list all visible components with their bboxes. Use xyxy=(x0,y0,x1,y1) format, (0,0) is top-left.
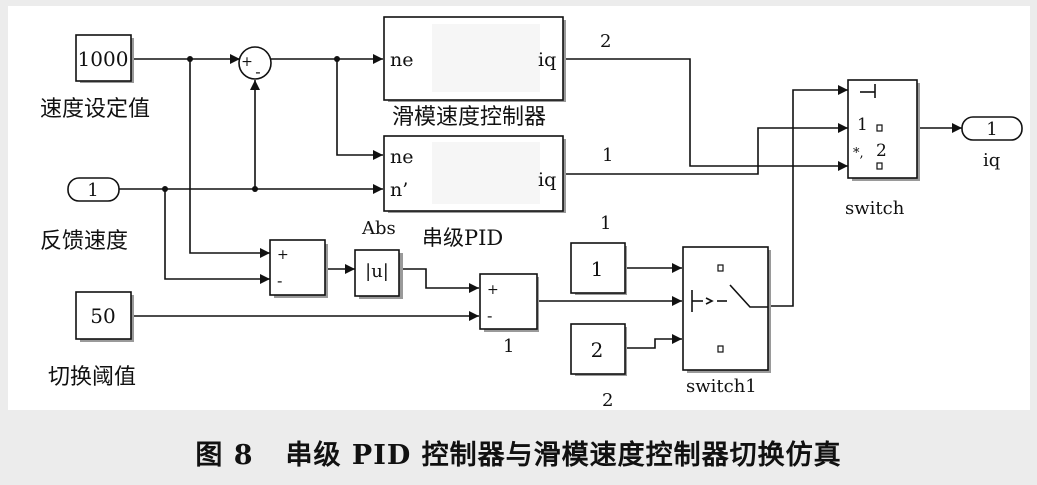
const1-block[interactable]: 1 xyxy=(570,242,627,295)
signal-wires xyxy=(119,58,962,349)
abs-content: |u| xyxy=(365,261,389,282)
feedback-label: 反馈速度 xyxy=(40,229,128,254)
sliding-out-port: iq xyxy=(538,49,556,71)
sliding-in-port: ne xyxy=(390,49,413,71)
switch-star: *, xyxy=(853,146,864,161)
wire-switch1-switch xyxy=(768,89,848,307)
wire-abs-sum3 xyxy=(399,268,479,289)
sum1-plus: + xyxy=(241,54,253,70)
pid-out-port: iq xyxy=(538,169,556,191)
wire-feedback-sum2 xyxy=(164,189,270,280)
switch1-label: switch1 xyxy=(686,376,757,397)
sum2-minus: - xyxy=(277,271,282,290)
speed-setpoint-value: 1000 xyxy=(78,47,129,71)
threshold-value: 50 xyxy=(90,304,115,328)
junction-dots xyxy=(162,56,340,192)
outport-label: iq xyxy=(983,150,1000,171)
pid-controller-block[interactable]: ne n’ iq xyxy=(383,135,566,213)
pid-controller-label: 串级PID xyxy=(422,226,503,250)
wire-const2-switch1 xyxy=(625,338,682,349)
sum3-block[interactable]: + - xyxy=(479,273,539,332)
pid-wire-label: 1 xyxy=(602,145,613,166)
figure-number: 图 8 xyxy=(195,440,254,471)
sum2-block[interactable]: + - xyxy=(269,239,328,298)
switch1-block[interactable] xyxy=(682,246,771,373)
feedback-inport[interactable]: 1 xyxy=(67,177,120,202)
const2-value: 2 xyxy=(591,338,604,362)
threshold-label: 切换阈值 xyxy=(48,365,136,390)
figure-caption: 图 8 串级 PID 控制器与滑模速度控制器切换仿真 xyxy=(0,433,1037,472)
switch-port1: 1 xyxy=(857,115,868,135)
outport-number: 1 xyxy=(986,119,997,140)
threshold-block[interactable]: 50 xyxy=(75,291,134,342)
pid-in-port2: n’ xyxy=(390,179,408,201)
switch-label: switch xyxy=(845,198,905,219)
sum2-plus: + xyxy=(277,247,289,263)
wire-sum1-pid-ne xyxy=(336,59,383,156)
iq-outport[interactable]: 1 xyxy=(961,116,1023,141)
sliding-controller-label: 滑模速度控制器 xyxy=(392,105,546,130)
sum3-plus: + xyxy=(487,282,499,298)
switch-block[interactable]: 1 *, 2 xyxy=(847,79,920,181)
const2-label: 2 xyxy=(602,390,613,411)
simulink-diagram: 1000 速度设定值 + - ne iq 滑模速度控制器 2 ne n’ iq xyxy=(40,16,1023,411)
sum3-wire-label: 1 xyxy=(503,336,514,357)
sum1-circle[interactable]: + - xyxy=(238,46,272,81)
wire-setpoint-sum2 xyxy=(189,59,270,254)
const1-label: 1 xyxy=(600,213,611,234)
sum3-minus: - xyxy=(487,306,492,325)
speed-setpoint-label: 速度设定值 xyxy=(40,97,150,122)
figure-title: 串级 PID 控制器与滑模速度控制器切换仿真 xyxy=(285,440,842,471)
sum1-minus: - xyxy=(255,62,260,81)
wire-sliding-switch xyxy=(563,58,848,167)
sliding-mode-controller-block[interactable]: ne iq xyxy=(383,16,566,102)
arrowheads xyxy=(230,54,962,344)
const1-value: 1 xyxy=(591,257,604,281)
wire-pid-switch xyxy=(563,127,848,175)
feedback-port-number: 1 xyxy=(87,180,98,201)
switch-port2: 2 xyxy=(876,141,887,161)
speed-setpoint-block[interactable]: 1000 xyxy=(75,34,134,83)
abs-block[interactable]: |u| xyxy=(354,249,403,299)
const2-block[interactable]: 2 xyxy=(570,323,627,376)
abs-label: Abs xyxy=(361,218,396,239)
pid-in-port1: ne xyxy=(390,146,413,168)
sliding-wire-label: 2 xyxy=(600,31,611,52)
